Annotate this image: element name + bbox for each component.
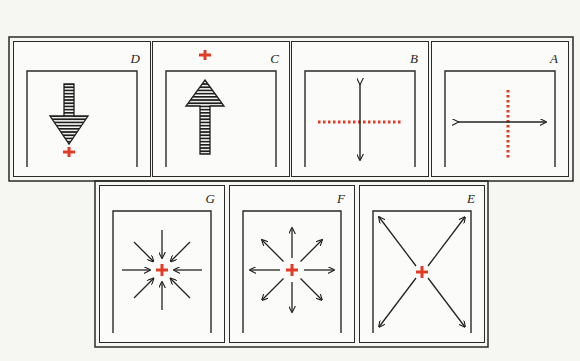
panel-letter: B	[410, 52, 418, 66]
figure-panel: F	[229, 185, 355, 343]
up-arrow	[186, 80, 224, 154]
red-cross	[199, 50, 211, 60]
red-cross	[286, 264, 298, 276]
figure-panel: G	[99, 185, 225, 343]
panel-ground	[13, 41, 569, 343]
panel-letter: D	[131, 52, 140, 66]
red-dotted-line	[507, 90, 510, 160]
panel-letter: A	[550, 52, 558, 66]
panel-letter: F	[337, 192, 345, 206]
outward-arrows	[250, 228, 334, 312]
panel-letter: G	[206, 192, 215, 206]
red-cross	[156, 264, 168, 276]
diagonal-arrows	[379, 217, 465, 327]
figure-panel: B	[291, 41, 429, 177]
red-cross	[63, 147, 75, 157]
double-arrow	[458, 121, 546, 122]
row-frame	[9, 37, 573, 181]
down-arrow	[50, 84, 88, 144]
panel-letter: E	[467, 192, 475, 206]
inward-arrows	[122, 230, 202, 310]
figure-panel: D	[13, 41, 151, 177]
row-frame	[95, 181, 488, 347]
figure-panel: A	[431, 41, 569, 177]
red-cross	[416, 266, 428, 278]
double-arrow	[359, 84, 360, 160]
figure-panel: C	[152, 41, 290, 177]
figure-panel: E	[359, 185, 485, 343]
panel-letter: C	[270, 52, 279, 66]
